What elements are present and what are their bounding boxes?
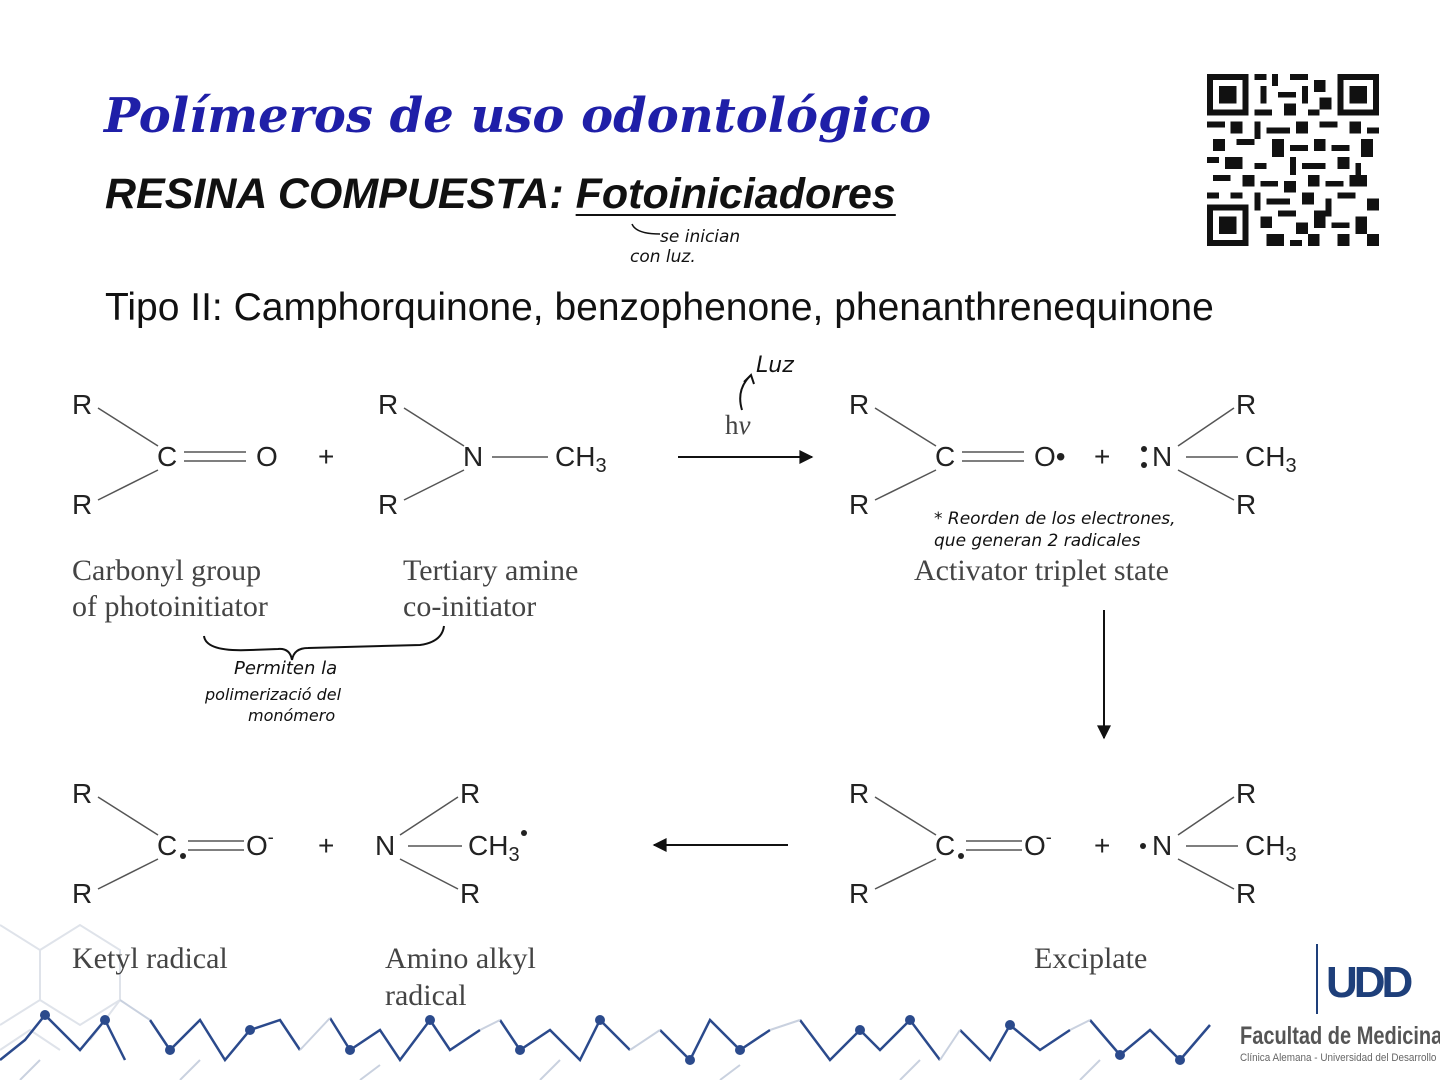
atom-o-radical: O• bbox=[1034, 441, 1066, 472]
amine-molecule-right: N CH3 R R bbox=[1141, 389, 1297, 520]
atom-n: N bbox=[1152, 830, 1172, 861]
methyl-group: CH3 bbox=[555, 441, 607, 477]
plus-sign: + bbox=[318, 830, 334, 861]
caption-ketyl: Ketyl radical bbox=[72, 942, 228, 975]
radical-dot bbox=[1140, 843, 1146, 849]
tipo-ii-line: Tipo II: Camphorquinone, benzophenone, p… bbox=[105, 286, 1214, 329]
tertiary-amine-molecule: R R N CH3 bbox=[378, 389, 607, 520]
atom-r: R bbox=[1236, 389, 1256, 420]
atom-c: C bbox=[157, 830, 177, 861]
atom-c: C bbox=[157, 441, 177, 472]
udd-faculty-logo: UDD Facultad de Medicina Clínica Alemana… bbox=[1236, 940, 1440, 1074]
exciplate-carbonyl: R R C O- + bbox=[849, 778, 1110, 909]
caption-amine-line1: Tertiary amine bbox=[403, 554, 578, 587]
handwritten-permiten-line1: Permiten la bbox=[234, 658, 337, 679]
atom-n: N bbox=[463, 441, 483, 472]
caption-amino-line1: Amino alkyl bbox=[385, 942, 536, 975]
plus-sign: + bbox=[1094, 830, 1110, 861]
atom-r: R bbox=[1236, 878, 1256, 909]
atom-r: R bbox=[1236, 778, 1256, 809]
caption-carbonyl-line2: of photoinitiator bbox=[72, 590, 268, 623]
caption-carbonyl-line1: Carbonyl group bbox=[72, 554, 261, 587]
atom-c: C bbox=[935, 830, 955, 861]
exciplate-amine: N CH3 R R bbox=[1140, 778, 1297, 909]
udd-logo-mark: UDD bbox=[1326, 958, 1413, 1007]
lone-pair-dot bbox=[1141, 462, 1147, 468]
atom-r: R bbox=[460, 778, 480, 809]
atom-r: R bbox=[72, 489, 92, 520]
handwritten-brace bbox=[203, 625, 445, 661]
atom-r: R bbox=[849, 878, 869, 909]
radical-dot bbox=[180, 853, 186, 859]
atom-r: R bbox=[378, 489, 398, 520]
faculty-name: Facultad de Medicina bbox=[1240, 1022, 1440, 1050]
handwritten-luz: Luz bbox=[756, 353, 794, 378]
caption-exciplate: Exciplate bbox=[1034, 942, 1147, 975]
atom-r: R bbox=[460, 878, 480, 909]
ketyl-radical-molecule: R R C O- + bbox=[72, 778, 334, 909]
methyl-group: CH3 bbox=[1245, 830, 1297, 866]
hv-label: hv bbox=[725, 410, 751, 440]
caption-amine-line2: co-initiator bbox=[403, 590, 536, 623]
carbonyl-molecule: R R C O + bbox=[72, 389, 334, 520]
radical-dot bbox=[521, 830, 527, 836]
institution-name: Clínica Alemana - Universidad del Desarr… bbox=[1240, 1052, 1437, 1064]
atom-o-anion: O- bbox=[1024, 827, 1052, 861]
caption-triplet: Activator triplet state bbox=[914, 554, 1169, 587]
subtitle-prefix: RESINA COMPUESTA: bbox=[105, 170, 576, 218]
atom-r: R bbox=[378, 389, 398, 420]
atom-r: R bbox=[72, 778, 92, 809]
atom-r: R bbox=[849, 489, 869, 520]
handwritten-permiten-line2: polimerizació del bbox=[204, 685, 342, 704]
atom-o: O bbox=[256, 441, 278, 472]
handwritten-permiten-line3: monómero bbox=[248, 706, 335, 725]
plus-sign: + bbox=[1094, 441, 1110, 472]
caption-amino-line2: radical bbox=[385, 979, 467, 1012]
handwritten-swoosh bbox=[631, 223, 661, 235]
triplet-carbonyl-molecule: R R C O• + bbox=[849, 389, 1110, 520]
handwritten-curved-arrow bbox=[739, 373, 755, 411]
handwritten-reorden-line1: * Reorden de los electrones, bbox=[934, 509, 1176, 529]
atom-r: R bbox=[849, 389, 869, 420]
handwritten-reorden-line2: que generan 2 radicales bbox=[934, 531, 1141, 551]
atom-o-anion: O- bbox=[246, 827, 274, 861]
atom-c: C bbox=[935, 441, 955, 472]
atom-n: N bbox=[375, 830, 395, 861]
handwritten-note-se-inician: se inician bbox=[660, 227, 740, 247]
plus-sign: + bbox=[318, 441, 334, 472]
amino-alkyl-radical-molecule: N CH3 R R bbox=[375, 778, 527, 909]
methyl-group: CH3 bbox=[468, 830, 520, 866]
slide-title: Polímeros de uso odontológico bbox=[104, 88, 932, 144]
radical-dot bbox=[958, 853, 964, 859]
atom-r: R bbox=[72, 389, 92, 420]
qr-code-icon bbox=[1207, 74, 1379, 246]
logo-divider bbox=[1316, 944, 1318, 1014]
atom-r: R bbox=[849, 778, 869, 809]
atom-r: R bbox=[72, 878, 92, 909]
handwritten-note-con-luz: con luz. bbox=[630, 247, 696, 267]
atom-r: R bbox=[1236, 489, 1256, 520]
subtitle-underlined-term: Fotoiniciadores bbox=[575, 170, 896, 218]
methyl-group: CH3 bbox=[1245, 441, 1297, 477]
slide-subtitle: RESINA COMPUESTA: Fotoiniciadores bbox=[105, 170, 896, 219]
lone-pair-dot bbox=[1141, 446, 1147, 452]
atom-n: N bbox=[1152, 441, 1172, 472]
